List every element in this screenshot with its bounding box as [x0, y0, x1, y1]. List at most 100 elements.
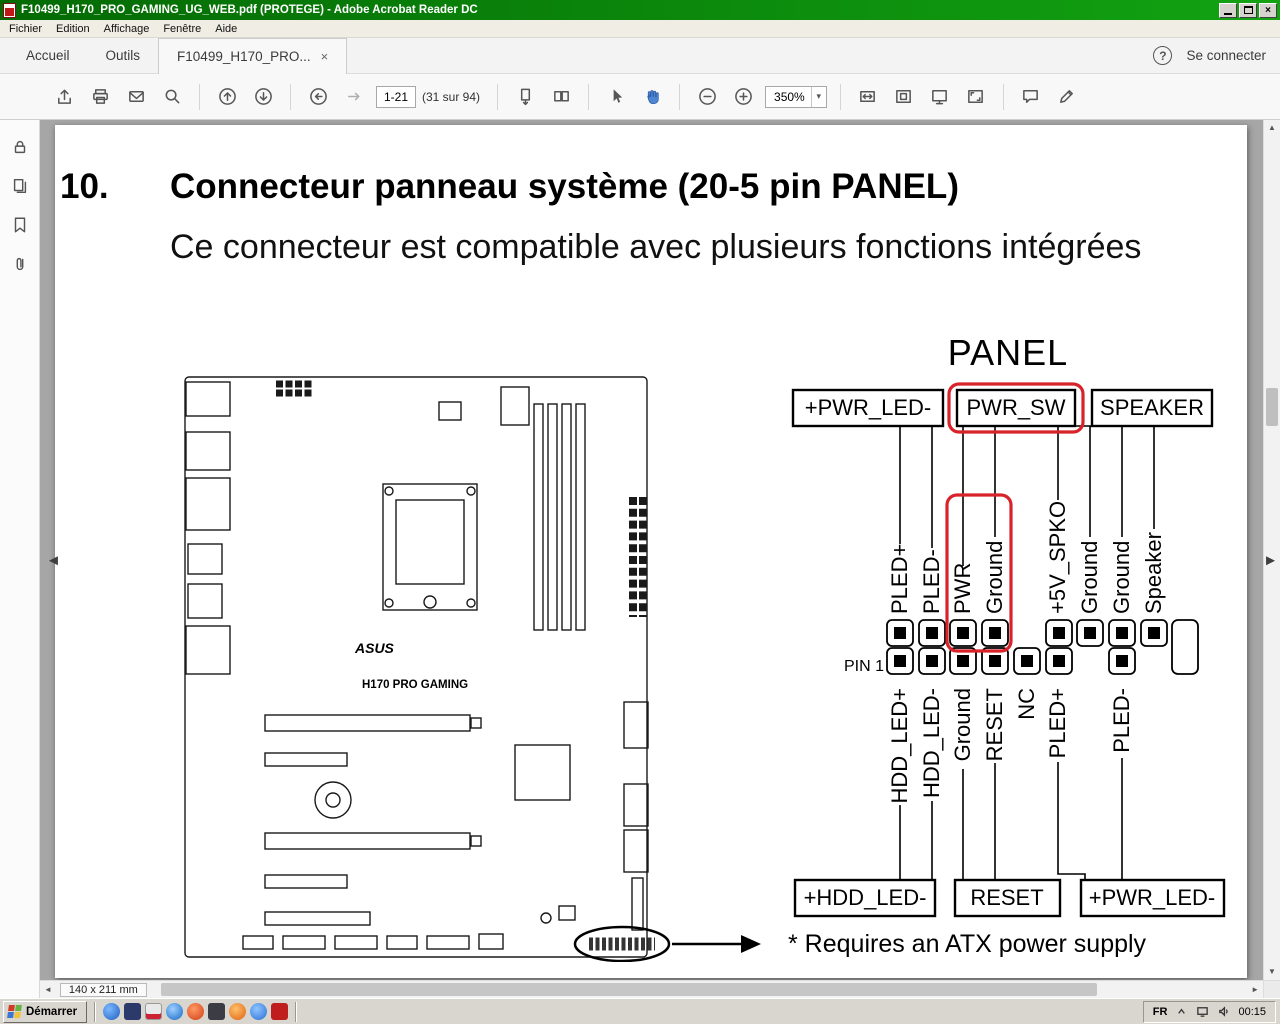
- scroll-down-arrow[interactable]: ▼: [1268, 967, 1276, 976]
- panel-connector-highlight-ellipse: [573, 925, 671, 962]
- quick-launch-icon[interactable]: [166, 1003, 184, 1020]
- minimize-button[interactable]: [1219, 2, 1237, 18]
- quick-launch-icon[interactable]: [208, 1003, 226, 1020]
- svg-text:PLED-: PLED-: [919, 549, 944, 614]
- svg-text:RESET: RESET: [982, 688, 1007, 761]
- quick-launch-icon[interactable]: [187, 1003, 205, 1020]
- menu-edition[interactable]: Edition: [56, 22, 90, 35]
- highlighter-icon[interactable]: [1052, 82, 1082, 112]
- maximize-button[interactable]: [1239, 2, 1257, 18]
- search-icon[interactable]: [157, 82, 187, 112]
- email-button[interactable]: [121, 82, 151, 112]
- clock[interactable]: 00:15: [1238, 1005, 1266, 1018]
- toolbar-separator: [497, 83, 499, 110]
- quick-launch-icon[interactable]: [124, 1003, 142, 1020]
- motherboard-diagram: ASUS H170 PRO GAMING: [183, 372, 783, 962]
- show-hidden-icons-chevron[interactable]: [1175, 1005, 1188, 1018]
- zoom-out-button[interactable]: [692, 82, 722, 112]
- scrollbar-corner: [1263, 980, 1280, 998]
- svg-text:Ground: Ground: [1109, 541, 1134, 614]
- quick-launch-icon[interactable]: [250, 1003, 268, 1020]
- section-heading: Connecteur panneau système (20-5 pin PAN…: [170, 167, 959, 206]
- taskbar-divider: [94, 1001, 97, 1022]
- zoom-in-button[interactable]: [728, 82, 758, 112]
- scroll-up-arrow[interactable]: ▲: [1268, 123, 1276, 132]
- horizontal-scrollbar[interactable]: [151, 981, 1247, 998]
- tab-close-icon[interactable]: ×: [320, 49, 329, 64]
- fit-page-icon[interactable]: [889, 82, 919, 112]
- fullscreen-icon[interactable]: [961, 82, 991, 112]
- svg-text:PLED+: PLED+: [1045, 688, 1070, 758]
- previous-page-arrow[interactable]: ◄: [46, 552, 61, 569]
- panel-pin-grid: [886, 619, 1168, 675]
- svg-text:Ground: Ground: [950, 688, 975, 761]
- quick-launch-icon[interactable]: [103, 1003, 121, 1020]
- toolbar: (31 sur 94) 350% ▾: [0, 74, 1280, 120]
- previous-page-button[interactable]: [212, 82, 242, 112]
- sign-in-link[interactable]: Se connecter: [1186, 48, 1266, 63]
- save-button[interactable]: [13, 82, 43, 112]
- language-indicator[interactable]: FR: [1152, 1005, 1168, 1018]
- section-paragraph: Ce connecteur est compatible avec plusie…: [170, 228, 1142, 266]
- close-button[interactable]: ×: [1259, 2, 1277, 18]
- menu-aide[interactable]: Aide: [215, 22, 238, 35]
- pdf-file-icon: [3, 2, 16, 18]
- tab-outils[interactable]: Outils: [105, 48, 141, 63]
- next-page-arrow[interactable]: ►: [1263, 552, 1278, 569]
- pdf-page: 10. Connecteur panneau système (20-5 pin…: [55, 125, 1247, 978]
- menu-fenetre[interactable]: Fenêtre: [163, 22, 202, 35]
- display-icon[interactable]: [1196, 1005, 1209, 1018]
- vertical-scrollbar[interactable]: ▲ ▼: [1263, 120, 1280, 980]
- horizontal-scroll-thumb[interactable]: [160, 983, 1098, 996]
- vertical-scroll-thumb[interactable]: [1266, 388, 1278, 426]
- select-tool-icon[interactable]: [601, 82, 631, 112]
- taskbar-divider: [295, 1001, 298, 1022]
- svg-text:HDD_LED-: HDD_LED-: [919, 688, 944, 798]
- page-scrolling-icon[interactable]: [510, 82, 540, 112]
- svg-text:+5V_SPKO: +5V_SPKO: [1045, 501, 1070, 614]
- comment-icon[interactable]: [1016, 82, 1046, 112]
- start-button[interactable]: Démarrer: [3, 1000, 88, 1023]
- volume-icon[interactable]: [1217, 1005, 1230, 1018]
- attachments-icon[interactable]: [11, 255, 29, 273]
- scroll-right-arrow[interactable]: ►: [1251, 985, 1259, 994]
- tab-accueil[interactable]: Accueil: [26, 48, 70, 63]
- quick-launch-icon[interactable]: [271, 1003, 289, 1020]
- help-icon[interactable]: ?: [1153, 46, 1173, 65]
- board-model: H170 PRO GAMING: [362, 679, 468, 691]
- chevron-down-icon[interactable]: ▾: [810, 86, 826, 107]
- next-page-button[interactable]: [248, 82, 278, 112]
- two-page-view-icon[interactable]: [546, 82, 576, 112]
- toolbar-separator: [290, 83, 291, 110]
- page-number-input[interactable]: [376, 85, 416, 108]
- quick-launch-icon[interactable]: [229, 1003, 247, 1020]
- scroll-left-arrow[interactable]: ◄: [44, 985, 52, 994]
- bookmarks-icon[interactable]: [11, 216, 29, 234]
- window-title-bar: F10499_H170_PRO_GAMING_UG_WEB.pdf (PROTE…: [0, 0, 1280, 20]
- connector-label: PWR_SW: [967, 395, 1066, 420]
- menu-fichier[interactable]: Fichier: [9, 22, 43, 35]
- bottom-bar: ◄ 140 x 211 mm ►: [40, 980, 1263, 998]
- page-thumbnails-icon[interactable]: [11, 177, 29, 195]
- quick-launch-icon[interactable]: [145, 1003, 163, 1020]
- connector-boxes: [791, 388, 1226, 918]
- tab-document[interactable]: F10499_H170_PRO... ×: [158, 38, 348, 74]
- share-button[interactable]: [49, 82, 79, 112]
- print-button[interactable]: [85, 82, 115, 112]
- connector-label: SPEAKER: [1100, 395, 1204, 420]
- menu-affichage[interactable]: Affichage: [103, 22, 150, 35]
- toolbar-separator: [588, 83, 590, 110]
- lock-icon[interactable]: [11, 138, 29, 156]
- tab-bar: Accueil Outils F10499_H170_PRO... × ? Se…: [0, 38, 1280, 74]
- hand-tool-icon[interactable]: [637, 82, 667, 112]
- windows-logo-icon: [7, 1005, 22, 1018]
- svg-text:Ground: Ground: [1077, 541, 1102, 614]
- fit-width-icon[interactable]: [853, 82, 883, 112]
- panel-note: * Requires an ATX power supply: [788, 930, 1147, 958]
- previous-view-button[interactable]: [303, 82, 333, 112]
- zoom-level-control[interactable]: 350% ▾: [765, 85, 827, 108]
- document-pane[interactable]: 10. Connecteur panneau système (20-5 pin…: [40, 120, 1280, 998]
- read-mode-icon[interactable]: [925, 82, 955, 112]
- arrow-head: [741, 935, 761, 953]
- next-view-button[interactable]: [339, 82, 369, 112]
